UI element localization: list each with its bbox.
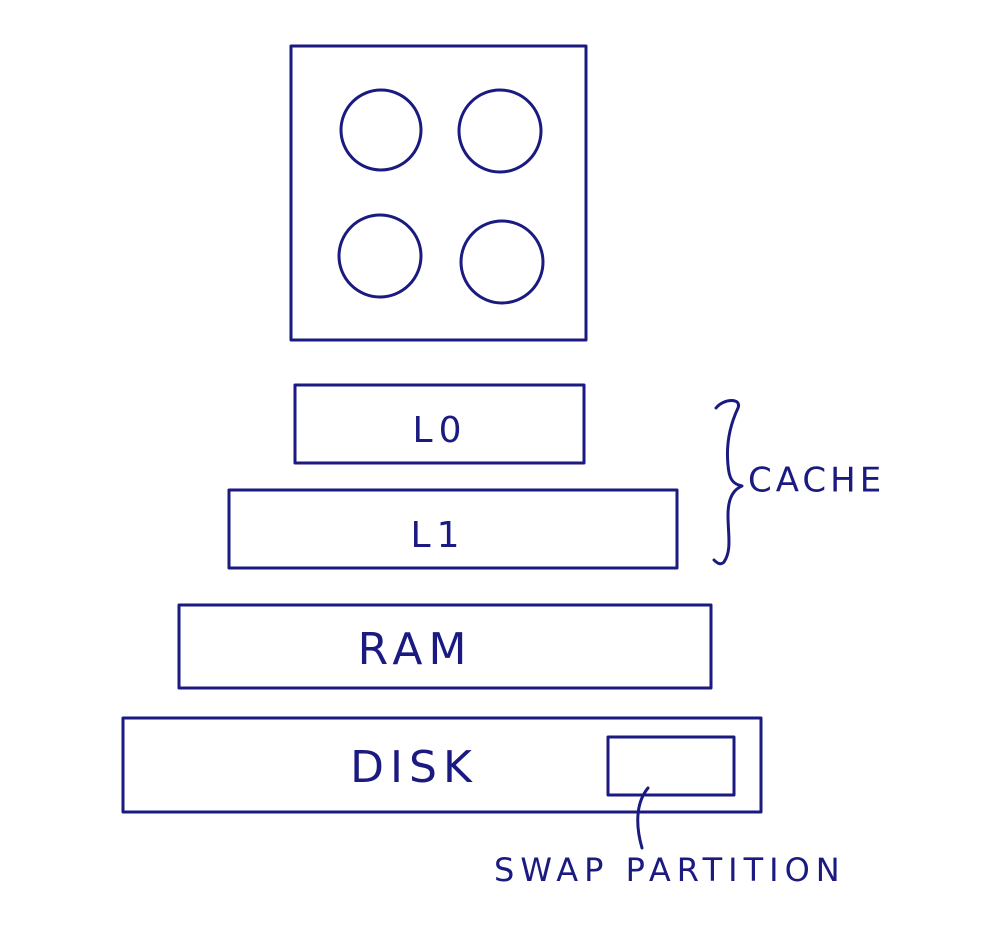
- swap-partition-label: SWAP PARTITION: [494, 851, 846, 889]
- cache-bracket: CACHE: [712, 399, 885, 566]
- ram-block: RAM: [177, 603, 713, 690]
- cpu-core: [339, 88, 423, 172]
- l1-label: L1: [411, 515, 466, 556]
- l0-label: L0: [413, 410, 468, 451]
- l1-cache-block: L1: [227, 488, 679, 570]
- l1-box: [227, 488, 679, 570]
- cpu-package: [289, 44, 588, 342]
- cpu-core: [457, 88, 543, 174]
- swap-partition-box: [606, 735, 736, 797]
- disk-label: DISK: [350, 742, 478, 793]
- cache-label: CACHE: [748, 461, 885, 501]
- ram-label: RAM: [358, 624, 473, 675]
- swap-annotation: SWAP PARTITION: [494, 786, 846, 889]
- l0-cache-block: L0: [293, 383, 586, 465]
- cpu-core: [337, 213, 423, 299]
- cpu-core: [459, 219, 545, 305]
- cpu-outline: [289, 44, 588, 342]
- curly-brace: [712, 399, 744, 566]
- disk-block: DISK: [121, 716, 763, 814]
- swap-pointer-line: [636, 786, 650, 850]
- disk-box: [121, 716, 763, 814]
- l0-box: [293, 383, 586, 465]
- ram-box: [177, 603, 713, 690]
